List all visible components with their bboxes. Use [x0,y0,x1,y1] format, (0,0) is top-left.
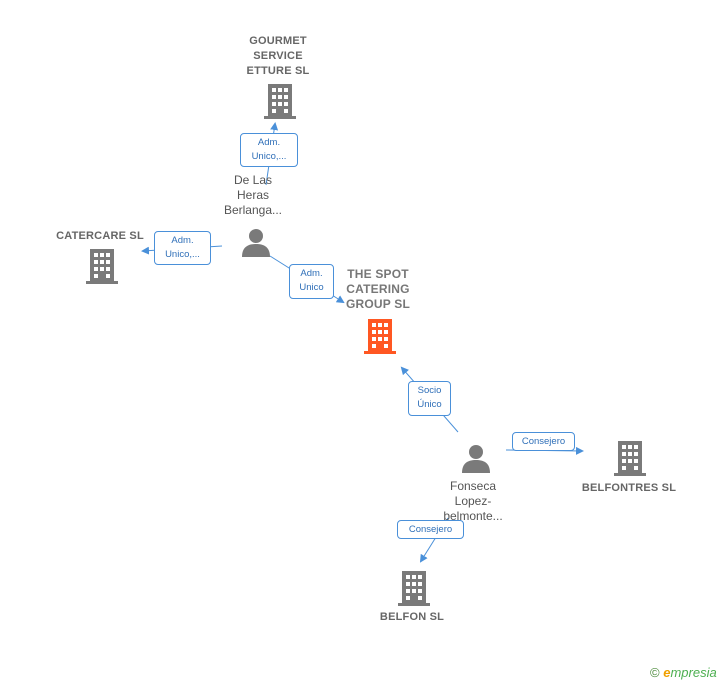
node-fonseca[interactable]: Fonseca Lopez- belmonte... [428,479,518,524]
node-belfontres[interactable]: BELFONTRES SL [570,481,688,496]
node-catercare[interactable]: CATERCARE SL [40,229,160,244]
node-delasheras[interactable]: De Las Heras Berlanga... [208,173,298,218]
node-thespot[interactable]: THE SPOT CATERING GROUP SL [328,267,428,312]
brand-logo-e: e [663,665,671,680]
building-icon[interactable] [614,440,646,476]
relation-label[interactable]: Consejero [512,432,575,451]
brand-footer: © empresia [650,665,717,680]
node-thespot-label: THE SPOT CATERING GROUP SL [345,267,411,311]
relation-label[interactable]: Consejero [397,520,464,539]
building-icon[interactable] [364,318,396,354]
building-icon[interactable] [86,248,118,284]
person-icon[interactable] [241,227,271,257]
person-icon[interactable] [461,443,491,473]
copyright-symbol: © [650,665,660,680]
brand-name: mpresia [670,665,717,680]
building-icon[interactable] [264,83,296,119]
building-icon[interactable] [398,570,430,606]
node-delasheras-label: De Las Heras Berlanga... [223,173,283,217]
node-catercare-label: CATERCARE SL [56,230,144,242]
relation-label[interactable]: Socio Único [408,381,451,416]
node-fonseca-label: Fonseca Lopez- belmonte... [443,479,503,523]
node-gourmet-label: GOURMET SERVICE ETTURE SL [246,35,310,77]
relation-label[interactable]: Adm. Unico,... [240,133,298,167]
node-belfontres-label: BELFONTRES SL [581,482,677,494]
relation-label[interactable]: Adm. Unico,... [154,231,211,265]
node-belfon[interactable]: BELFON SL [362,610,462,625]
node-gourmet[interactable]: GOURMET SERVICE ETTURE SL [228,34,328,79]
node-belfon-label: BELFON SL [379,611,445,623]
relation-label[interactable]: Adm. Unico [289,264,334,299]
